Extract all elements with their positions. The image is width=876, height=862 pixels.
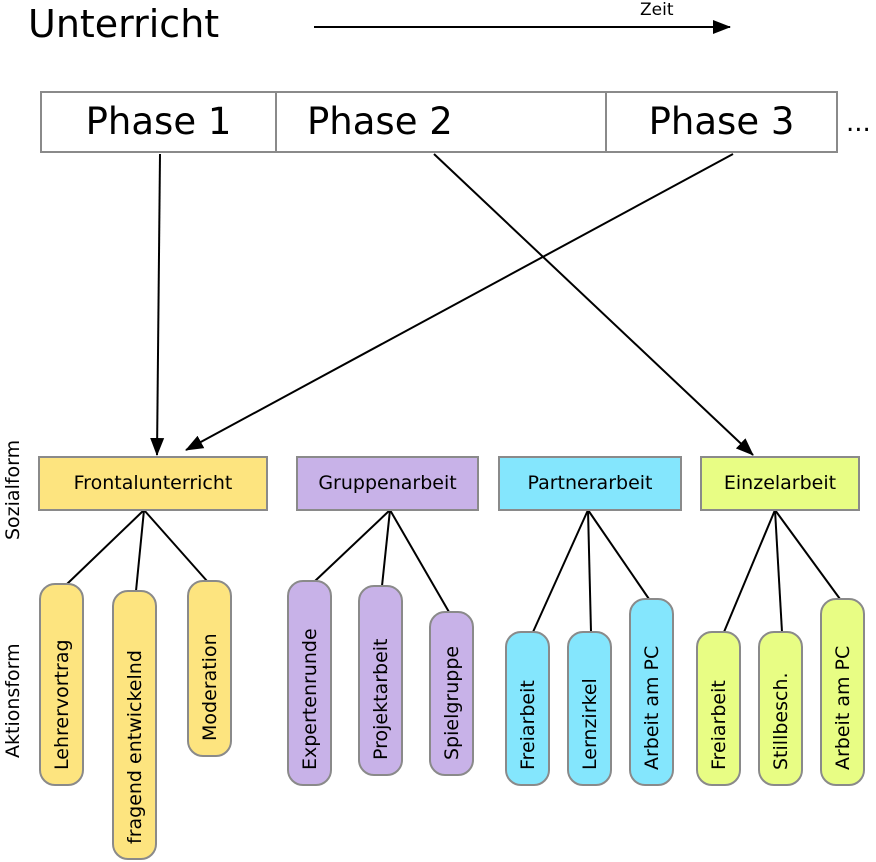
action-form-label: Lernzirkel [578,678,601,770]
action-form: Arbeit am PC [629,598,674,786]
tree-connector [774,509,783,633]
action-form: Moderation [187,580,232,757]
action-form: Freiarbeit [505,631,550,786]
action-form-label: Stillbesch. [769,672,792,770]
action-form: Lernzirkel [567,631,612,786]
action-form: Expertenrunde [287,580,332,786]
arrow-phase3-frontal [433,153,754,456]
action-form-label: Lehrervortrag [50,639,73,770]
social-form-1: Frontalunterricht [38,456,268,511]
social-form-2: Gruppenarbeit [296,456,479,511]
action-form-label: Arbeit am PC [831,645,854,770]
tree-connector [532,509,589,633]
time-label: Zeit [640,0,674,20]
action-form-label: Expertenrunde [298,628,321,770]
phase-3: Phase 3 [605,91,838,153]
action-form-label: fragend entwickelnd [123,650,146,844]
social-form-label: Partnerarbeit [527,472,653,494]
phases-continuation: ... [846,108,871,138]
action-form: Spielgruppe [429,611,474,776]
axis-label-social: Sozialform [2,439,24,540]
tree-connector [66,509,145,585]
action-form-label: Freiarbeit [516,680,539,770]
action-form-label: Spielgruppe [440,645,463,760]
social-form-3: Partnerarbeit [498,456,682,511]
action-form-label: Projektarbeit [369,638,392,761]
arrow-phase1-frontal [150,153,165,456]
tree-connector [587,509,592,633]
tree-connector [774,509,841,600]
action-form: Stillbesch. [758,631,803,786]
tree-connector [381,509,391,587]
phase-3-label: Phase 3 [648,100,795,143]
tree-connector [389,509,450,613]
action-form-label: Arbeit am PC [640,645,663,770]
action-form-label: Freiarbeit [707,680,730,770]
tree-connector [723,509,776,633]
tree-connector [135,509,145,592]
phase-1: Phase 1 [40,91,277,153]
social-form-label: Frontalunterricht [73,472,233,494]
action-form-label: Moderation [198,633,221,741]
social-form-label: Einzelarbeit [723,472,837,494]
social-form-4: Einzelarbeit [700,456,860,511]
tree-connector [143,509,208,582]
arrow-phase2-einzel [185,153,734,451]
action-form: Lehrervortrag [39,583,84,786]
action-form: Freiarbeit [696,631,741,786]
tree-connector [314,509,391,582]
action-form: Arbeit am PC [820,598,865,786]
phase-2-label: Phase 2 [307,100,453,143]
action-form: fragend entwickelnd [112,590,157,860]
action-form: Projektarbeit [358,585,403,776]
phase-1-label: Phase 1 [85,100,232,143]
axis-label-action: Aktionsform [2,643,24,758]
tree-connector [587,509,650,600]
social-form-label: Gruppenarbeit [318,472,457,494]
page-title: Unterricht [28,2,220,46]
phase-2: Phase 2 [275,91,607,153]
